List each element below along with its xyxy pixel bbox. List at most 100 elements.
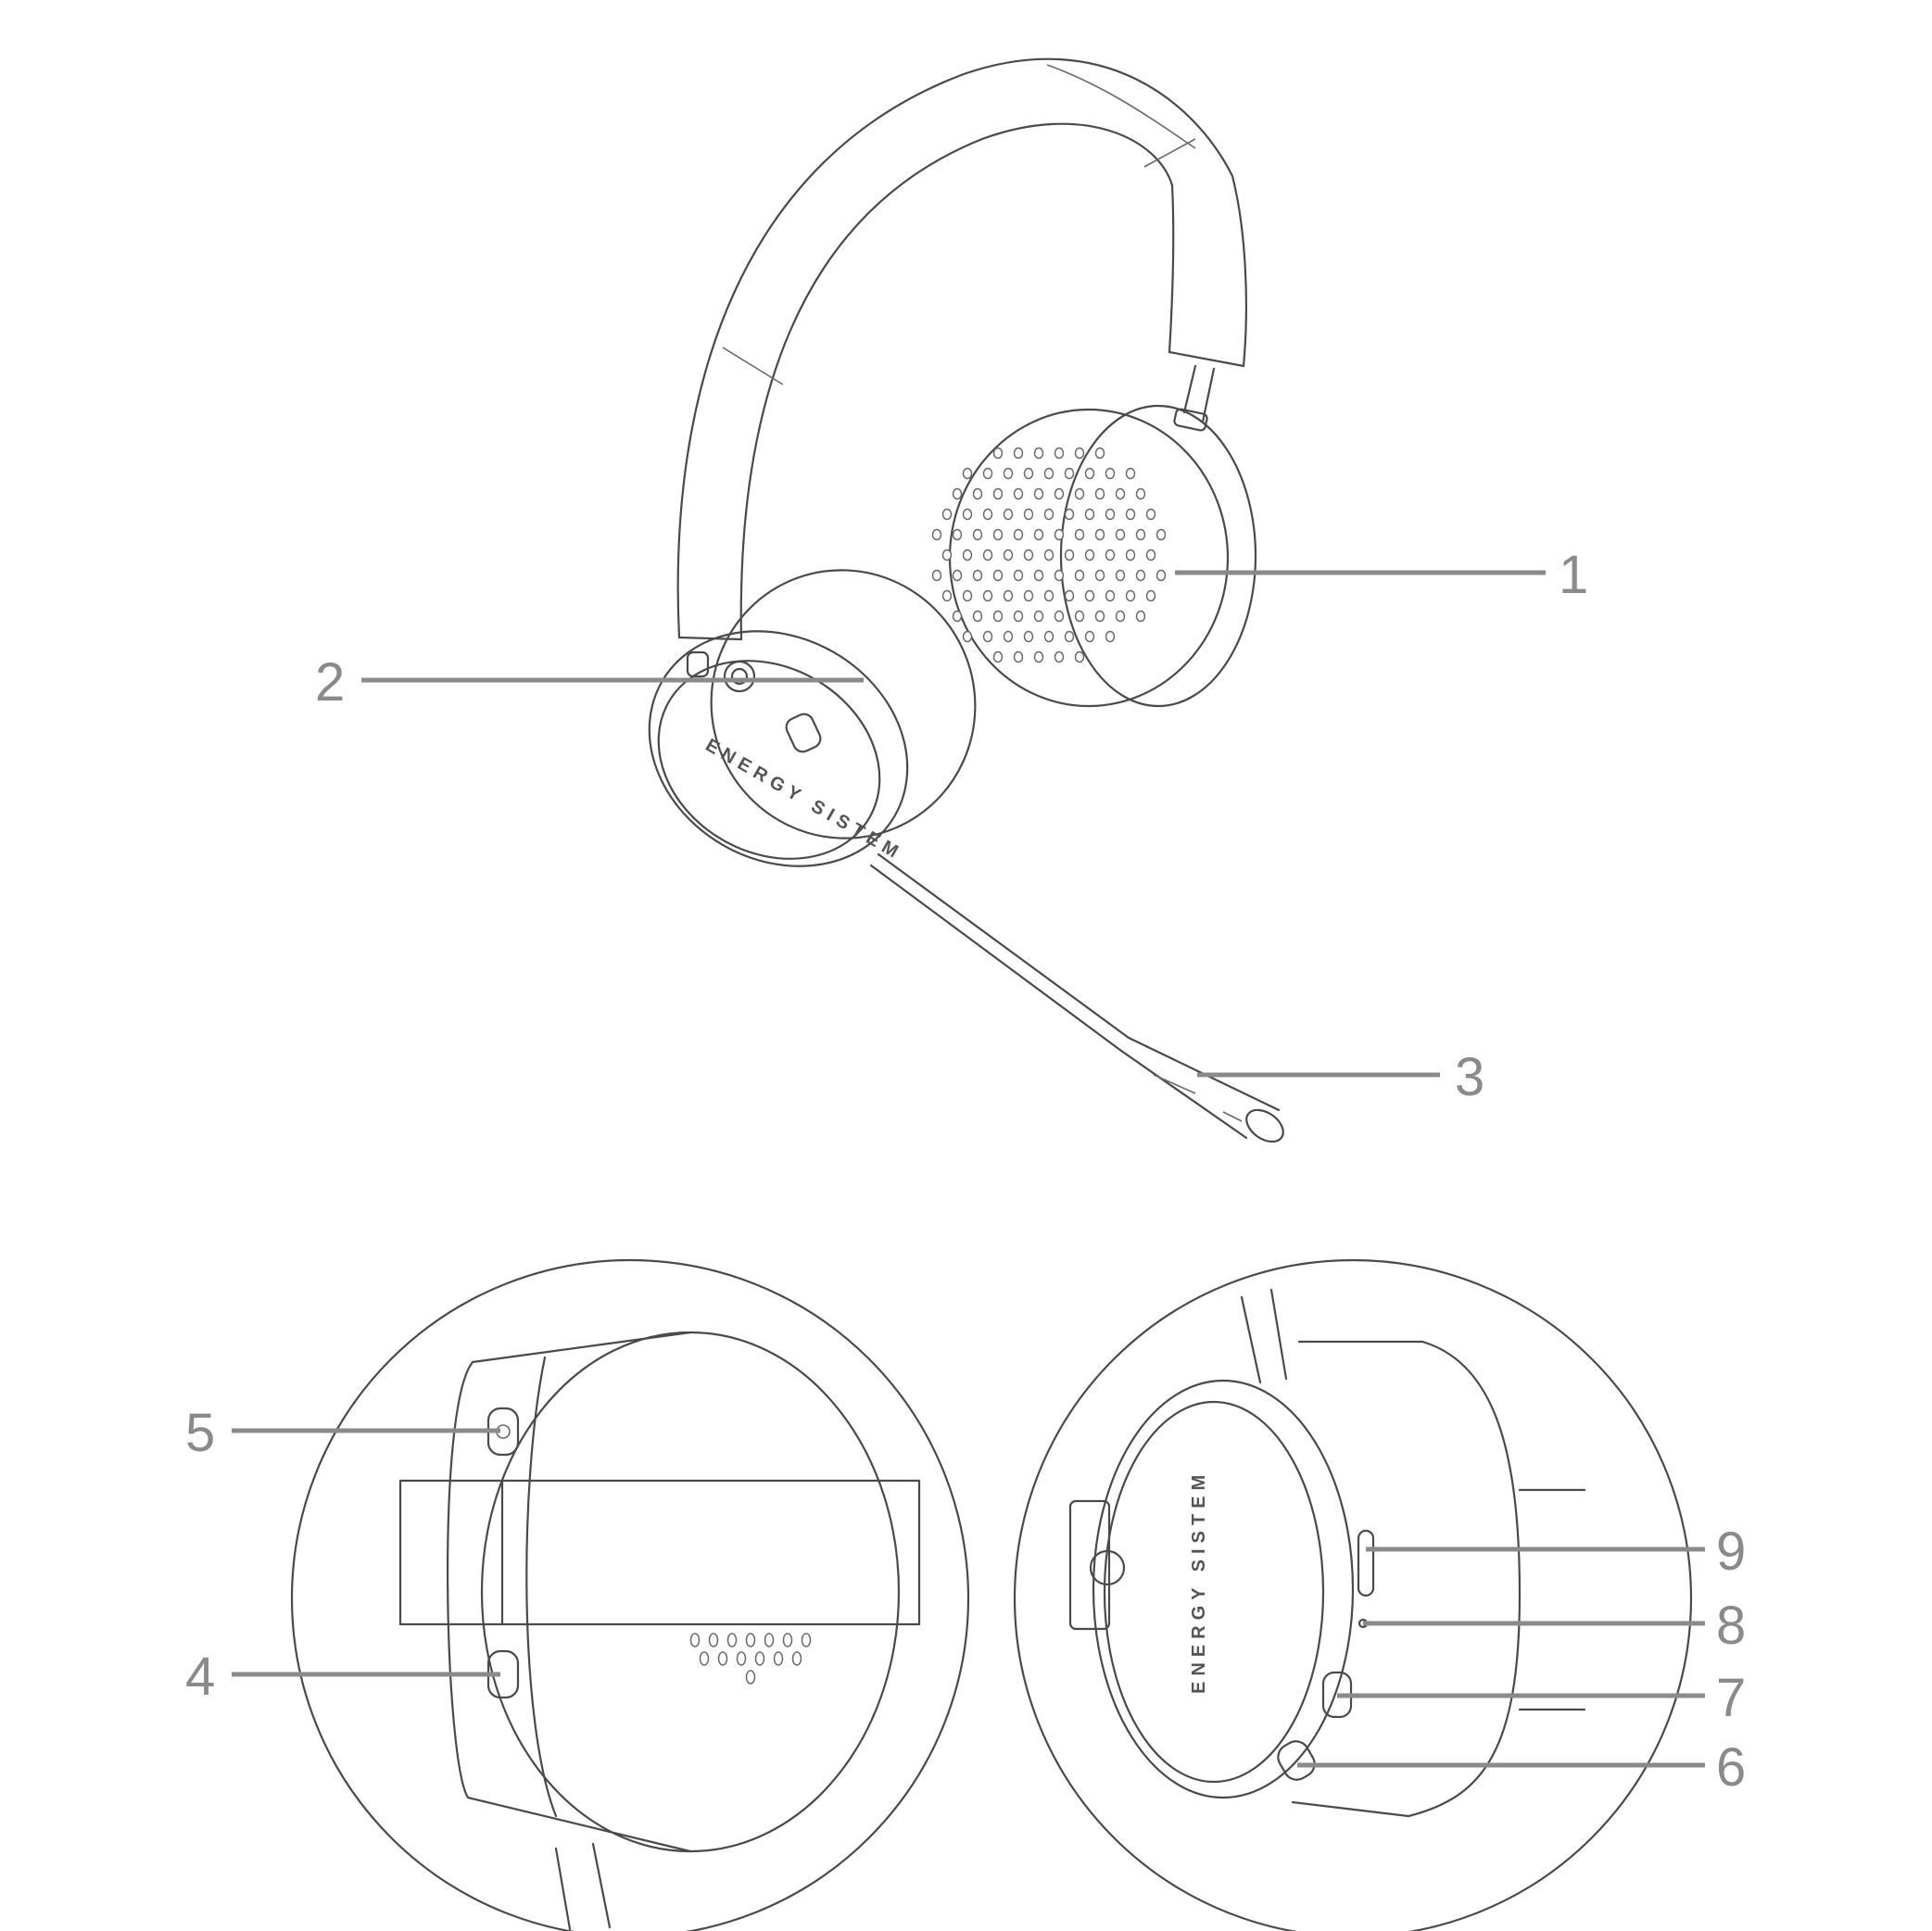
left-detail-cup-edge — [525, 1356, 558, 1818]
headband-divider-left — [722, 347, 784, 385]
grille-hole — [1105, 630, 1116, 643]
grille-hole — [1094, 528, 1105, 541]
grille-hole — [992, 487, 1004, 500]
detail-right: ENERGY SISTEM — [1014, 1259, 1692, 1931]
grille-hole — [1033, 650, 1044, 663]
grille-hole — [1115, 610, 1126, 623]
grille-hole — [1043, 589, 1054, 602]
grille-hole — [1074, 528, 1085, 541]
grille-hole — [782, 1633, 793, 1647]
grille-hole — [801, 1633, 812, 1647]
grille-hole — [1054, 447, 1065, 460]
grille-hole — [1135, 528, 1146, 541]
grille-hole — [952, 610, 963, 623]
left-ear-cup: ENERGY SISTEM — [648, 569, 977, 867]
grille-hole — [952, 569, 963, 582]
grille-hole — [1013, 528, 1024, 541]
grille-hole — [1054, 487, 1065, 500]
grille-hole — [982, 549, 993, 562]
right-yoke — [1182, 364, 1216, 423]
grille-hole — [1105, 549, 1116, 562]
detail-left-frame — [291, 1259, 969, 1931]
grille-hole — [1013, 610, 1024, 623]
brand-wordmark-detail: ENERGY SISTEM — [1189, 1470, 1209, 1694]
callout-5: 5 — [185, 1403, 215, 1463]
grille-hole — [1023, 467, 1034, 480]
grille-hole — [952, 528, 963, 541]
grille-hole — [1003, 467, 1014, 480]
grille-hole — [982, 630, 993, 643]
left-detail-boom — [554, 1842, 612, 1931]
grille-hole — [1023, 589, 1034, 602]
grille-hole — [791, 1651, 802, 1666]
grille-hole — [1084, 630, 1095, 643]
grille-hole — [1084, 589, 1095, 602]
grille-hole — [764, 1633, 775, 1647]
right-ear-cushion — [931, 404, 1257, 708]
left-yoke-pivot — [723, 660, 756, 693]
grille-hole — [1074, 487, 1085, 500]
grille-hole — [962, 630, 973, 643]
grille-hole — [1033, 528, 1044, 541]
grille-hole — [1135, 487, 1146, 500]
grille-hole — [1135, 569, 1146, 582]
headband-inner — [739, 122, 1175, 641]
grille-hole — [962, 589, 973, 602]
grille-hole — [1094, 447, 1105, 460]
right-detail-yoke — [1068, 1499, 1111, 1631]
grille-hole — [1074, 610, 1085, 623]
headband-end-right — [1168, 350, 1245, 368]
headset-main-view: ENERGY SISTEM — [648, 57, 1284, 1143]
grille-hole — [1084, 467, 1095, 480]
mute-button-main — [785, 713, 822, 753]
grille-hole — [689, 1633, 701, 1647]
callout-6: 6 — [1716, 1737, 1746, 1798]
grille-hole — [1094, 487, 1105, 500]
grille-hole — [972, 528, 983, 541]
grille-hole — [1094, 569, 1105, 582]
grille-hole — [1013, 487, 1024, 500]
grille-hole — [1033, 610, 1044, 623]
grille-hole — [1105, 467, 1116, 480]
callout-9: 9 — [1716, 1521, 1746, 1582]
grille-hole — [1054, 569, 1065, 582]
grille-hole — [1105, 508, 1116, 521]
grille-hole — [1013, 650, 1024, 663]
grille-hole — [1033, 569, 1044, 582]
grille-hole — [1043, 630, 1054, 643]
boom-microphone — [869, 852, 1284, 1143]
grille-hole — [972, 610, 983, 623]
grille-hole — [1043, 549, 1054, 562]
grille-hole — [982, 589, 993, 602]
grille-hole — [972, 487, 983, 500]
grille-hole — [1064, 549, 1075, 562]
grille-hole — [1023, 508, 1034, 521]
callout-2: 2 — [315, 652, 345, 713]
grille-hole — [1064, 630, 1075, 643]
right-detail-cup-outer — [1092, 1379, 1355, 1799]
grille-hole — [1074, 447, 1085, 460]
grille-hole — [1084, 549, 1095, 562]
callout-8: 8 — [1716, 1596, 1746, 1656]
grille-hole — [1074, 650, 1085, 663]
grille-hole — [1033, 447, 1044, 460]
grille-hole — [992, 650, 1004, 663]
grille-hole — [1064, 508, 1075, 521]
grille-hole — [962, 467, 973, 480]
grille-hole — [1043, 508, 1054, 521]
grille-hole — [992, 569, 1004, 582]
grille-hole — [982, 508, 993, 521]
grille-hole — [1125, 589, 1136, 602]
callout-7: 7 — [1716, 1668, 1746, 1728]
grille-hole — [717, 1651, 728, 1666]
grille-hole — [972, 569, 983, 582]
grille-hole — [1145, 549, 1156, 562]
grille-hole — [1064, 589, 1075, 602]
headband-divider-right — [1143, 138, 1196, 168]
grille-hole — [1023, 549, 1034, 562]
right-detail-cup-plate — [1103, 1400, 1325, 1784]
usb-c-port — [1357, 1529, 1375, 1597]
grille-hole — [745, 1633, 756, 1647]
grille-hole — [1155, 528, 1167, 541]
volume-button — [1277, 1740, 1316, 1781]
